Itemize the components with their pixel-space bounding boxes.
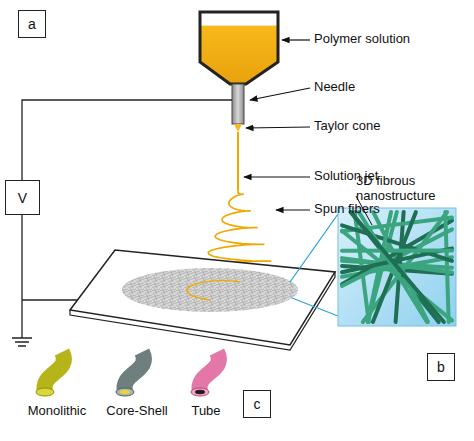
leader-arrows bbox=[244, 40, 310, 210]
zoom-line bbox=[290, 214, 338, 316]
nanofiber bbox=[342, 249, 452, 253]
panel-letter: V bbox=[18, 191, 27, 205]
fiber-mat-texture bbox=[122, 268, 298, 312]
taylor-cone bbox=[234, 124, 242, 132]
part-label: Tube bbox=[191, 404, 220, 419]
label-box: c bbox=[243, 390, 271, 418]
panel-letter: b bbox=[437, 360, 445, 374]
part-label: Needle bbox=[314, 80, 355, 95]
part-label: Taylor cone bbox=[314, 119, 380, 134]
part-label: Spun fibers bbox=[314, 202, 380, 217]
panel-letter: a bbox=[28, 17, 36, 31]
label-box: b bbox=[427, 353, 455, 381]
nanostructure-cube bbox=[338, 208, 456, 326]
fiber-mat bbox=[122, 268, 298, 312]
nanofiber bbox=[351, 212, 444, 322]
label-box: a bbox=[18, 10, 46, 38]
part-label: Monolithic bbox=[28, 404, 87, 419]
label-box: V bbox=[5, 180, 40, 215]
nanofibers bbox=[342, 212, 452, 322]
panel-letter: c bbox=[254, 397, 261, 411]
solution-reservoir bbox=[200, 12, 278, 84]
deposited-fiber bbox=[187, 281, 240, 300]
part-label: Core-Shell bbox=[106, 404, 167, 419]
needle bbox=[232, 84, 244, 124]
tube-fiber bbox=[191, 352, 219, 396]
solution-jet bbox=[237, 132, 239, 190]
core-shell-fiber bbox=[116, 352, 144, 396]
part-label: 3D fibrous nanostructure bbox=[356, 174, 466, 204]
ground-symbol bbox=[12, 338, 32, 346]
part-label: Polymer solution bbox=[314, 32, 410, 47]
nanofiber bbox=[445, 212, 448, 322]
monolithic-fiber bbox=[36, 352, 64, 396]
nanofiber bbox=[359, 212, 427, 322]
collector-plate bbox=[70, 250, 335, 345]
